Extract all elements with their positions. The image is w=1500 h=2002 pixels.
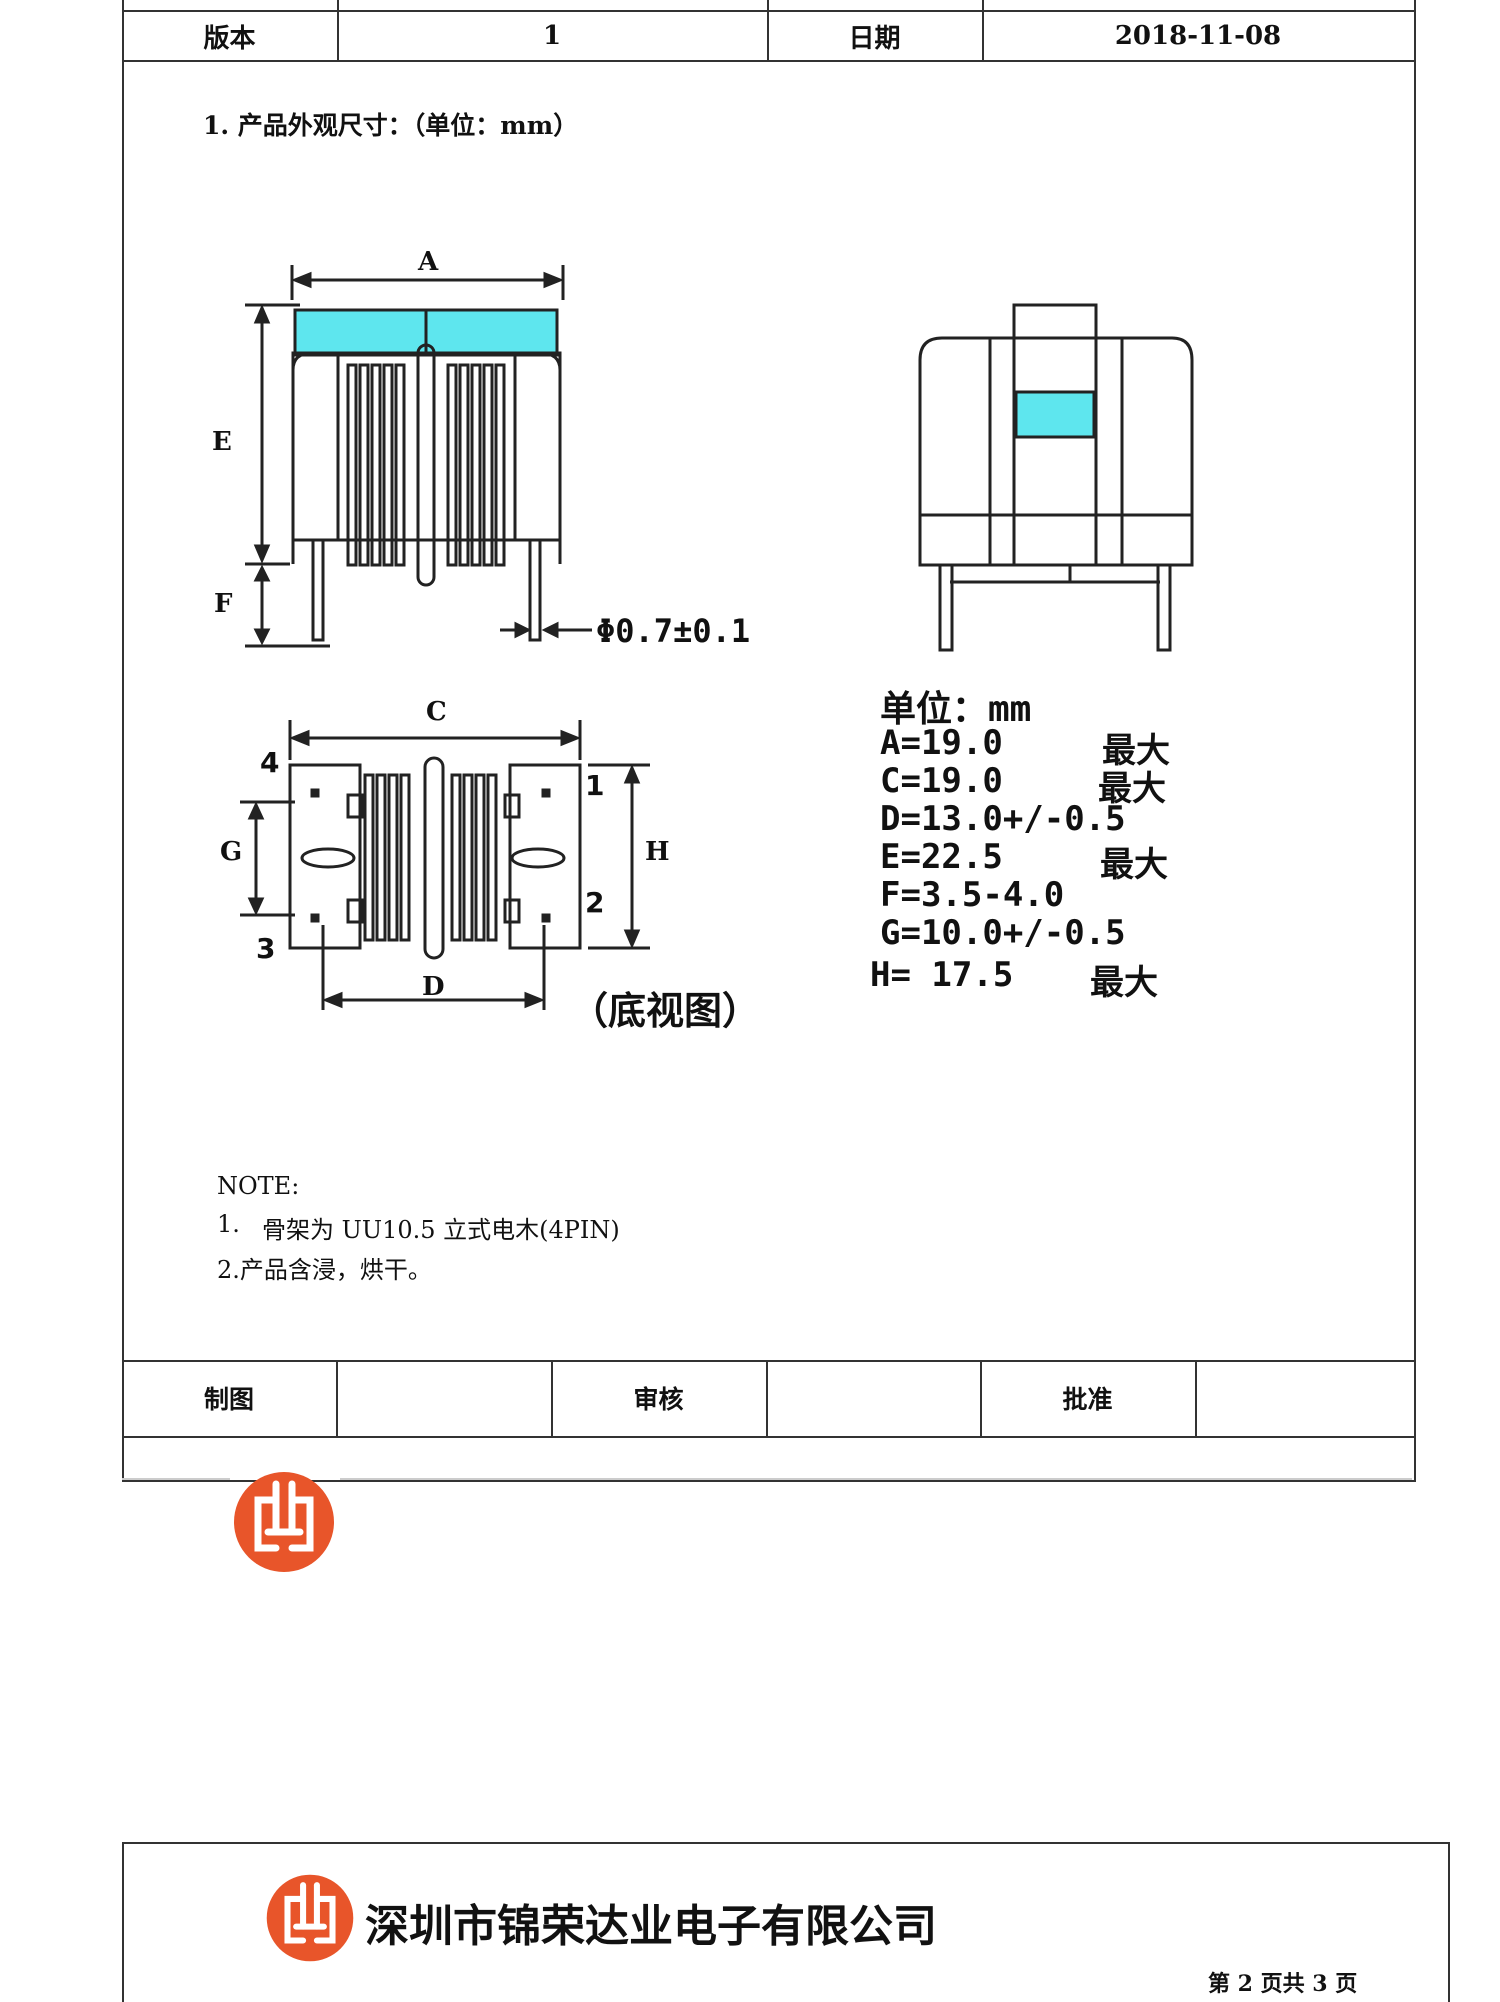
- company-logo-icon: [234, 1472, 334, 1572]
- approve-label: 批准: [1062, 1385, 1113, 1414]
- spec-row-g: G=10.0+/-0.5: [880, 913, 1126, 953]
- note-line-1-number: 1.: [217, 1210, 240, 1238]
- spec-row-e-note: 最大: [1100, 845, 1168, 885]
- dim-label-a: A: [417, 250, 439, 277]
- dim-label-g: G: [220, 837, 242, 867]
- spec-row-a-note: 最大: [1102, 731, 1170, 771]
- dim-label-e: E: [212, 427, 232, 457]
- page-gap-line-right: [340, 1478, 1412, 1480]
- dim-label-c: C: [426, 697, 447, 727]
- next-page-frame: [122, 1842, 1450, 2002]
- header-table: 版本 1 日期 2018-11-08: [122, 0, 1416, 62]
- pin-label-3: 3: [256, 932, 275, 965]
- pin-label-4: 4: [260, 746, 279, 779]
- spec-row-d: D=13.0+/-0.5: [880, 799, 1126, 839]
- note-title: NOTE:: [217, 1172, 300, 1200]
- spec-row-f: F=3.5-4.0: [880, 875, 1065, 915]
- spec-row-c-note: 最大: [1098, 769, 1166, 809]
- dim-label-f: F: [214, 589, 233, 619]
- company-name: 深圳市锦荣达业电子有限公司: [365, 1901, 937, 1952]
- date-label: 日期: [848, 23, 901, 54]
- date-value: 2018-11-08: [1114, 21, 1282, 51]
- page-gap-line: [122, 1478, 230, 1480]
- note-line-2: 2.产品含浸，烘干。: [217, 1256, 432, 1284]
- company-logo-icon-footer: [266, 1874, 354, 1962]
- version-label: 版本: [203, 23, 256, 54]
- version-value: 1: [542, 21, 562, 51]
- spec-unit: 单位：mm: [880, 689, 1032, 730]
- bottom-view-caption: （底视图）: [570, 988, 761, 1033]
- dim-label-h: H: [645, 837, 670, 867]
- pin-label-1: 1: [585, 769, 604, 802]
- section-title: 1. 产品外观尺寸：（单位：mm）: [203, 111, 579, 140]
- note-line-1: 骨架为 UU10.5 立式电木(4PIN): [262, 1216, 620, 1244]
- bottom-view-drawing: C H G D 4 1 2 3: [220, 697, 670, 1010]
- signature-table: 制图 审核 批准: [122, 1360, 1414, 1480]
- spec-row-h: H= 17.5: [870, 955, 1014, 995]
- pin-label-2: 2: [585, 886, 604, 919]
- dim-label-d: D: [422, 972, 445, 1002]
- draw-label: 制图: [203, 1385, 254, 1414]
- front-view-drawing: A E F Φ0.7±0.1: [212, 250, 750, 650]
- spec-list: 单位：mm A=19.0 最大 C=19.0 最大 D=13.0+/-0.5 E…: [870, 675, 1290, 1005]
- spec-row-e: E=22.5: [880, 837, 1003, 877]
- spec-row-h-note: 最大: [1090, 963, 1158, 1003]
- document-frame: [122, 60, 1416, 1482]
- pin-diameter-label: Φ0.7±0.1: [596, 612, 750, 650]
- page-info: 第 2 页共 3 页: [1208, 1971, 1358, 1997]
- spec-row-a: A=19.0: [880, 723, 1003, 763]
- review-label: 审核: [633, 1385, 684, 1414]
- side-view-drawing: [918, 303, 1194, 652]
- spec-row-c: C=19.0: [880, 761, 1003, 801]
